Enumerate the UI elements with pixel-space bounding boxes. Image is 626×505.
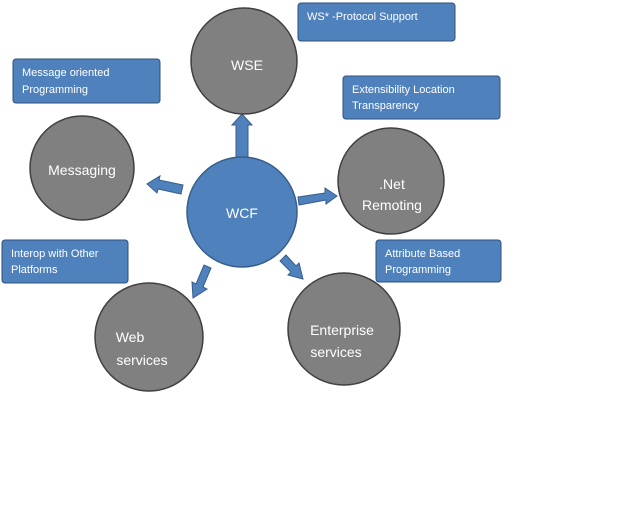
node-wcf-label: WCF — [226, 205, 258, 221]
node-enterprise-services-line-2: services — [310, 344, 361, 360]
note-extensibility-line-1: Extensibility Location — [352, 84, 455, 96]
note-interop: Interop with Other Platforms — [1, 239, 129, 284]
node-enterprise-services: Enterprise services — [287, 272, 401, 386]
node-messaging: Messaging — [29, 115, 135, 221]
note-interop-line-1: Interop with Other — [11, 248, 99, 260]
note-attribute-based-line-2: Programming — [385, 264, 451, 276]
arrow-to-wse — [230, 113, 254, 158]
note-message-oriented-line-1: Message oriented — [22, 67, 109, 79]
node-net-remoting-line-1: .Net — [379, 176, 405, 192]
note-ws-protocol-line-1: WS* -Protocol Support — [307, 11, 418, 23]
node-wcf-center: WCF — [186, 156, 298, 268]
node-web-services-line-1: Web — [116, 329, 145, 345]
node-messaging-label: Messaging — [48, 162, 116, 178]
node-net-remoting-line-2: Remoting — [362, 197, 422, 213]
note-message-oriented: Message oriented Programming — [12, 58, 161, 104]
node-web-services-line-2: services — [116, 352, 167, 368]
node-web-services: Web services — [94, 282, 204, 392]
note-attribute-based-line-1: Attribute Based — [385, 248, 460, 260]
arrow-to-net-remoting — [297, 187, 338, 206]
note-interop-line-2: Platforms — [11, 264, 58, 276]
arrow-to-enterprise — [279, 254, 304, 280]
arrow-to-messaging — [146, 174, 184, 195]
note-extensibility-line-2: Transparency — [352, 100, 419, 112]
note-ws-protocol: WS* -Protocol Support — [297, 2, 456, 42]
node-wse-label: WSE — [231, 57, 263, 73]
note-message-oriented-line-2: Programming — [22, 84, 88, 96]
arrow-to-web-services — [191, 264, 212, 299]
note-attribute-based: Attribute Based Programming — [375, 239, 502, 283]
node-net-remoting: .Net Remoting — [337, 127, 445, 235]
note-extensibility: Extensibility Location Transparency — [342, 75, 501, 120]
node-wse: WSE — [190, 7, 298, 115]
node-enterprise-services-line-1: Enterprise — [310, 322, 374, 338]
